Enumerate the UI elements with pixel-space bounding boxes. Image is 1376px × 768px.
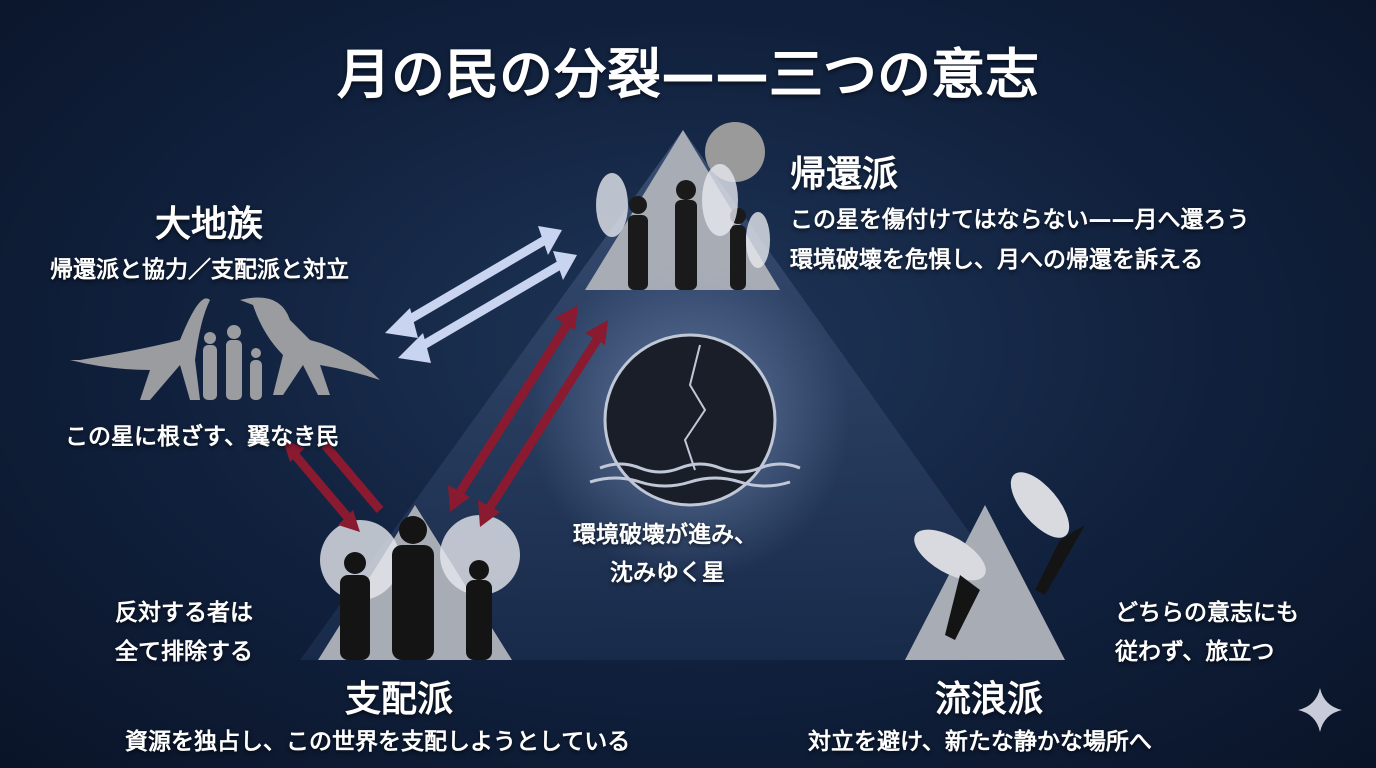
- rurou-figures: [914, 472, 1085, 640]
- conflict-arrows: [283, 305, 608, 532]
- rurou-side1: どちらの意志にも: [1115, 600, 1299, 626]
- shihai-side1: 反対する者は: [115, 600, 253, 626]
- shihai-name: 支配派: [345, 679, 454, 720]
- shihai-side2: 全て排除する: [115, 639, 253, 665]
- sparkle-icon: [1298, 688, 1342, 732]
- daichi-relation: 帰還派と協力／支配派と対立: [50, 257, 349, 283]
- center-line1: 環境破壊が進み、: [573, 522, 757, 548]
- shihai-desc: 資源を独占し、この世界を支配しようとしている: [125, 729, 631, 755]
- kikan-line2: 環境破壊を危惧し、月への帰還を訴える: [790, 247, 1204, 273]
- rurou-desc: 対立を避け、新たな静かな場所へ: [808, 729, 1152, 755]
- center-line2: 沈みゆく星: [610, 560, 725, 586]
- right-peak: [905, 505, 1065, 660]
- alliance-arrows: [385, 226, 577, 363]
- rurou-name: 流浪派: [935, 679, 1044, 720]
- rurou-side2: 従わず、旅立つ: [1115, 639, 1275, 665]
- daichi-name: 大地族: [155, 204, 264, 245]
- cracked-earth-icon: [603, 333, 777, 507]
- daichi-silhouettes: [70, 297, 380, 400]
- kikan-name: 帰還派: [790, 154, 899, 195]
- shihai-figures: [340, 516, 492, 660]
- kikan-line1: この星を傷付けてはならない——月へ還ろう: [790, 207, 1250, 233]
- daichi-caption: この星に根ざす、翼なき民: [65, 424, 340, 450]
- page-title: 月の民の分裂——三つの意志: [337, 43, 1039, 106]
